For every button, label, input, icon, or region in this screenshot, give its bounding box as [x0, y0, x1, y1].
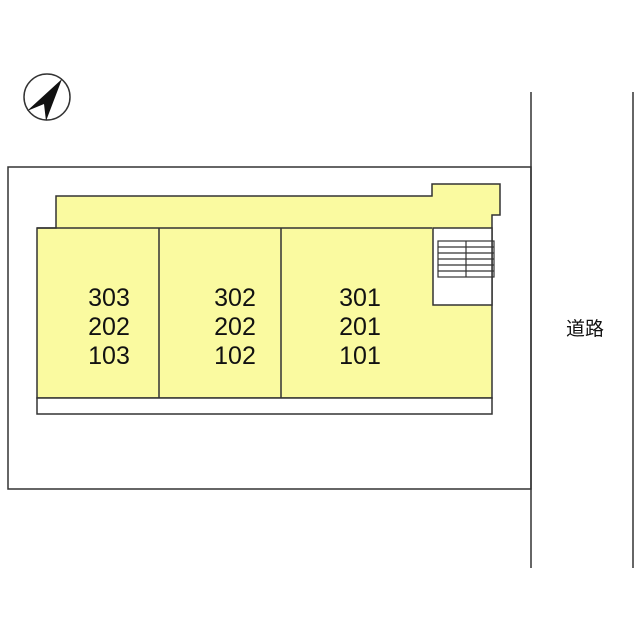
staircase-steps — [437, 240, 495, 278]
unit-label: 202 — [88, 313, 130, 341]
balcony-strip — [36, 397, 493, 415]
unit-label: 101 — [339, 342, 381, 370]
unit-label: 103 — [88, 342, 130, 370]
north-arrow-icon — [23, 73, 71, 121]
unit-column-left: 303 202 103 — [88, 284, 130, 370]
road-label: 道路 — [566, 318, 604, 340]
unit-label: 302 — [214, 284, 256, 312]
unit-label: 202 — [214, 313, 256, 341]
staircase — [432, 227, 493, 306]
unit-label: 201 — [339, 313, 381, 341]
unit-label: 102 — [214, 342, 256, 370]
unit-column-middle: 302 202 102 — [214, 284, 256, 370]
unit-label: 303 — [88, 284, 130, 312]
unit-column-right: 301 201 101 — [339, 284, 381, 370]
unit-label: 301 — [339, 284, 381, 312]
